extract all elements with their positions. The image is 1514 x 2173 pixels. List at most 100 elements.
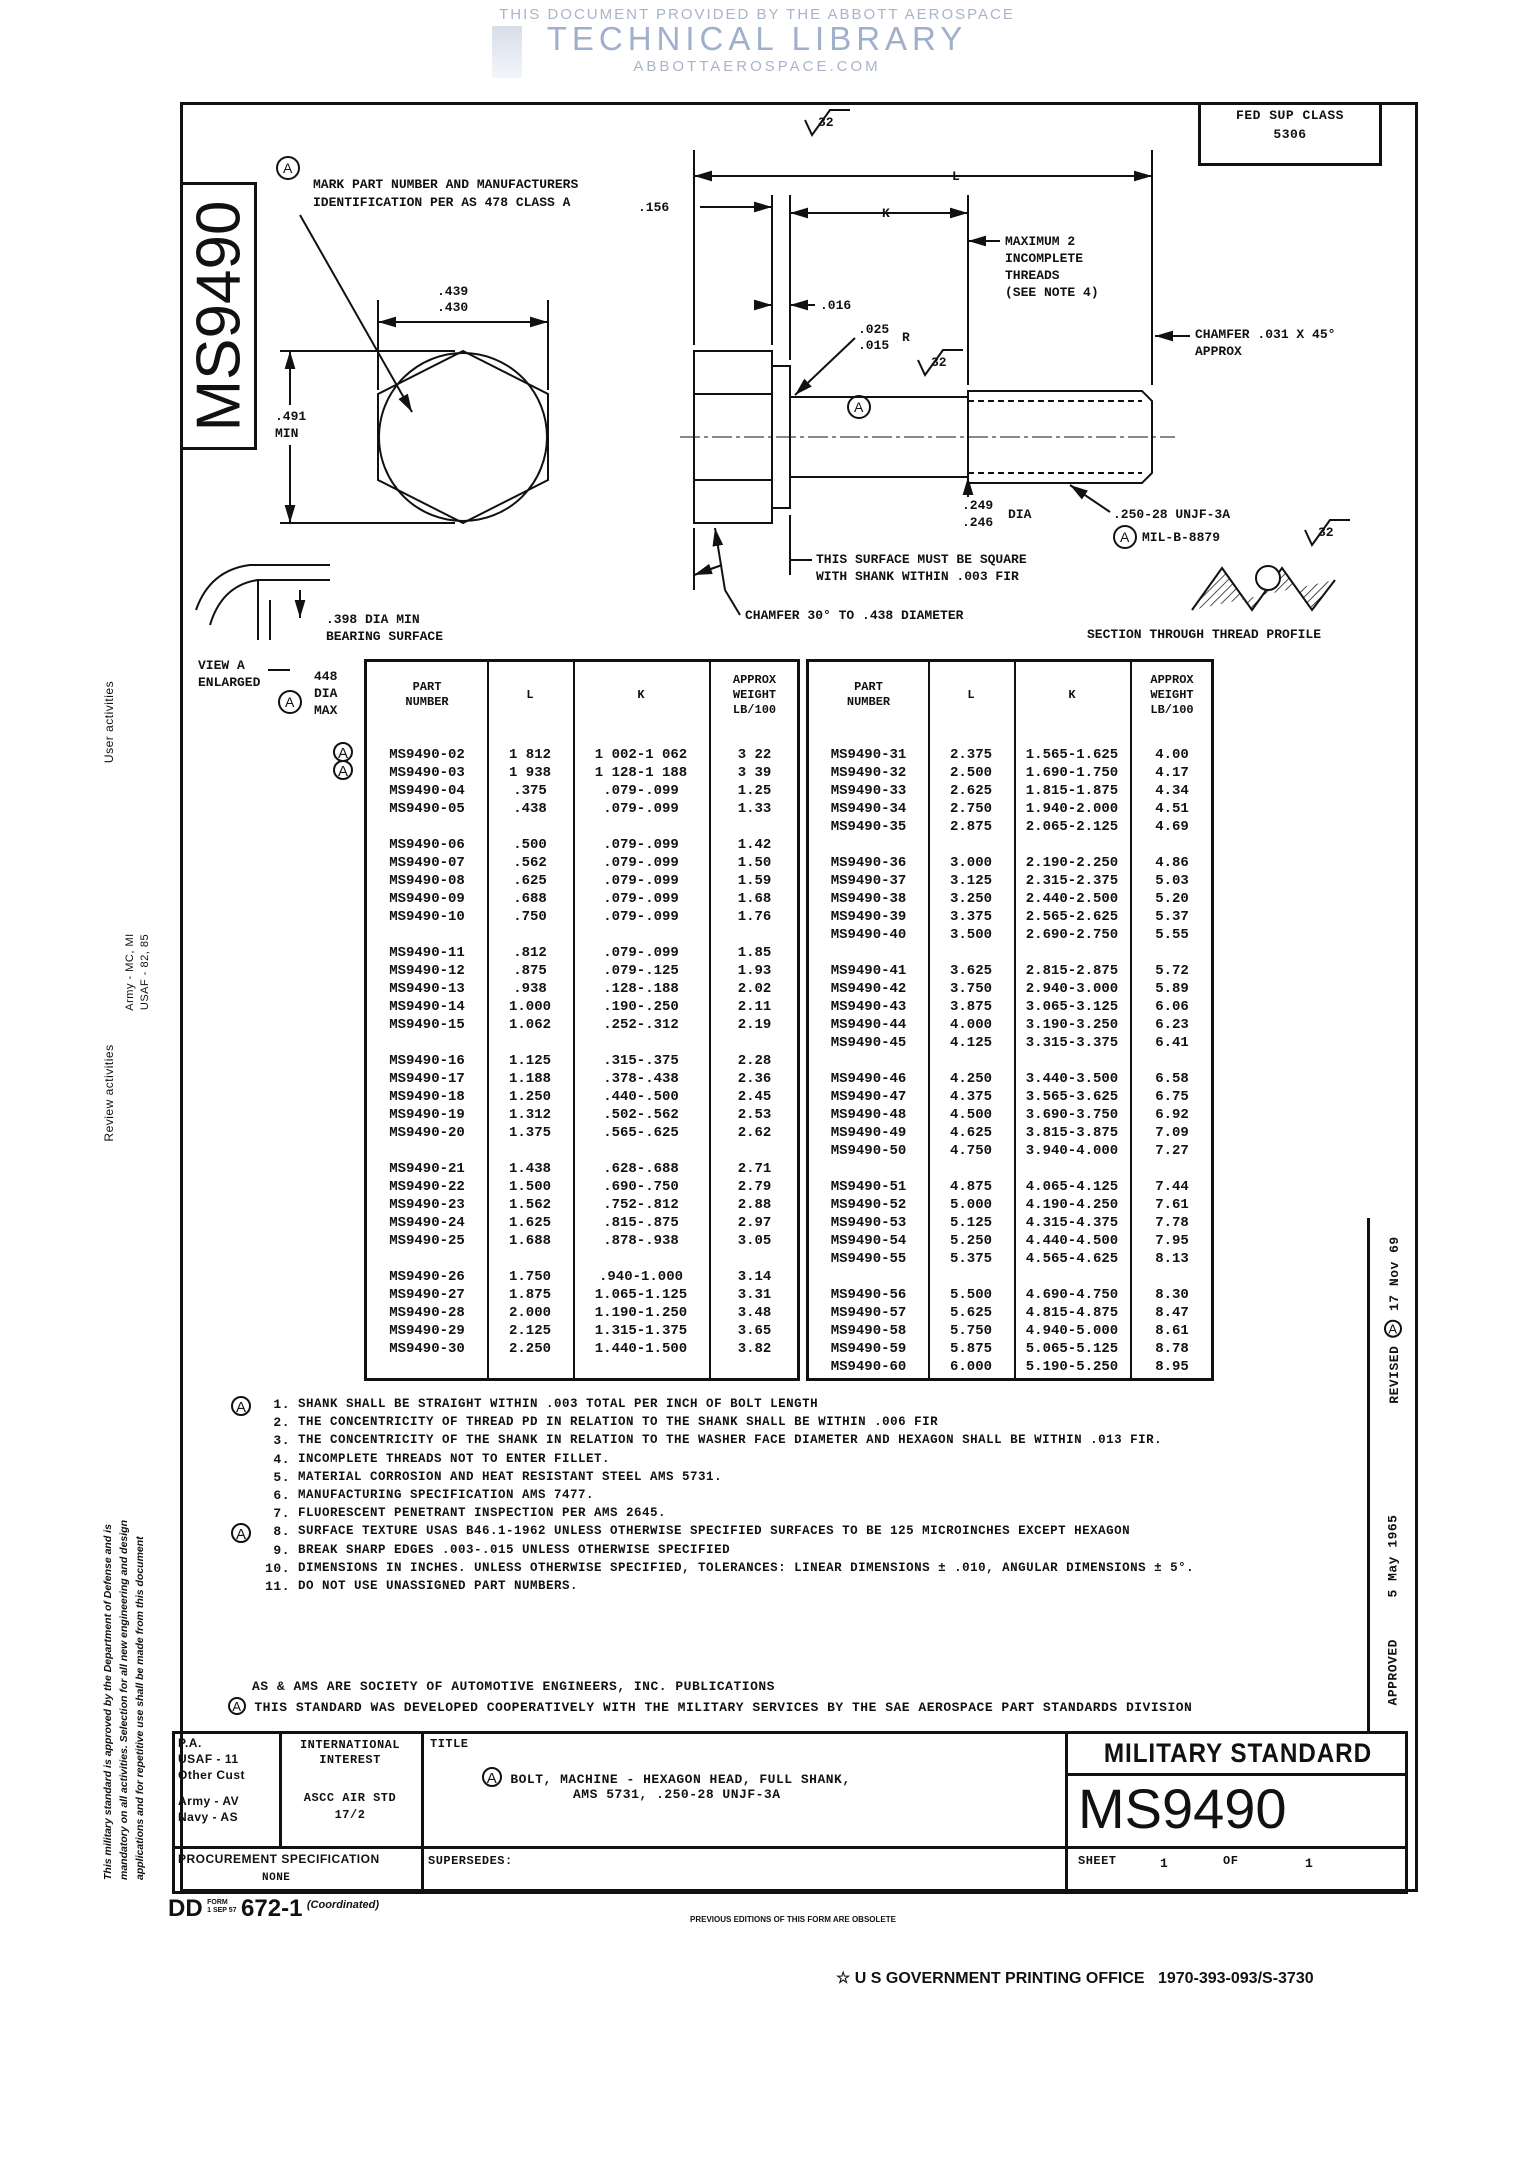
note-number: 2. bbox=[273, 1415, 290, 1431]
table-cell-l: 5.250 bbox=[949, 1233, 992, 1249]
table-cell-k: .752-.812 bbox=[603, 1197, 679, 1213]
table-cell-l: 5.625 bbox=[949, 1305, 992, 1321]
table-cell-part: MS9490-36 bbox=[830, 855, 907, 871]
approved-label: APPROVED bbox=[1385, 1639, 1401, 1706]
table-cell-k: 4.315-4.375 bbox=[1025, 1215, 1119, 1231]
review-usaf: USAF - 82, 85 bbox=[139, 933, 151, 1011]
title-divider bbox=[1065, 1731, 1068, 1894]
table-cell-part: MS9490-18 bbox=[389, 1089, 465, 1105]
note-number: 11. bbox=[265, 1579, 290, 1594]
table-cell-k: 3.690-3.750 bbox=[1025, 1107, 1119, 1123]
note-text: SHANK SHALL BE STRAIGHT WITHIN .003 TOTA… bbox=[298, 1397, 819, 1411]
table-cell-k: 4.690-4.750 bbox=[1025, 1287, 1119, 1303]
note-text: FLUORESCENT PENETRANT INSPECTION PER AMS… bbox=[298, 1506, 667, 1521]
table-cell-k: 5.190-5.250 bbox=[1025, 1359, 1119, 1375]
finish-32-top: 32 bbox=[818, 115, 834, 130]
thread-std: MIL-B-8879 bbox=[1142, 530, 1220, 545]
table-cell-k: 4.440-4.500 bbox=[1025, 1233, 1119, 1249]
finish-32-thread: 32 bbox=[1318, 525, 1334, 540]
table-cell-weight: 4.51 bbox=[1155, 801, 1189, 817]
table-cell-part: MS9490-03 bbox=[389, 765, 465, 781]
doc-number-box bbox=[182, 182, 257, 450]
pa-label: P.A. bbox=[178, 1736, 202, 1750]
table-cell-k: 3.565-3.625 bbox=[1025, 1089, 1119, 1105]
table-cell-l: 1.875 bbox=[508, 1287, 551, 1303]
note-number: 9. bbox=[273, 1542, 290, 1558]
table-cell-part: MS9490-27 bbox=[389, 1287, 465, 1303]
table-cell-l: 2.500 bbox=[949, 765, 992, 781]
table-cell-weight: 8.30 bbox=[1155, 1287, 1189, 1303]
table-cell-part: MS9490-02 bbox=[389, 747, 465, 763]
note-text: MANUFACTURING SPECIFICATION AMS 7477. bbox=[298, 1488, 595, 1502]
note-number: 4. bbox=[273, 1451, 290, 1467]
table-cell-part: MS9490-10 bbox=[389, 909, 465, 925]
table-cell-l: 2.750 bbox=[949, 801, 992, 817]
column-divider bbox=[1130, 662, 1132, 1378]
approval-statement: This military standard is approved by th… bbox=[100, 1400, 148, 1880]
table-cell-l: 1.250 bbox=[508, 1089, 551, 1105]
square-surface-1: THIS SURFACE MUST BE SQUARE bbox=[816, 552, 1027, 567]
ascc-std: ASCC AIR STD 17/2 bbox=[303, 1791, 397, 1822]
table-cell-weight: 3 22 bbox=[737, 747, 772, 763]
table-cell-l: .938 bbox=[513, 981, 547, 997]
note-text: DIMENSIONS IN INCHES. UNLESS OTHERWISE S… bbox=[298, 1560, 1195, 1575]
table-cell-k: .190-.250 bbox=[603, 999, 679, 1015]
table-cell-weight: 1.85 bbox=[737, 945, 772, 961]
table-cell-k: 2.565-2.625 bbox=[1025, 909, 1119, 925]
table-cell-l: 6.000 bbox=[949, 1359, 992, 1375]
table-cell-k: 1.940-2.000 bbox=[1025, 801, 1119, 817]
approval-line: mandatory on all activities. Selection f… bbox=[118, 1520, 130, 1880]
column-divider bbox=[573, 662, 575, 1378]
table-cell-l: 4.875 bbox=[949, 1179, 992, 1195]
table-cell-part: MS9490-29 bbox=[389, 1323, 465, 1339]
form-label: FORM bbox=[207, 1899, 228, 1906]
note-number: 3. bbox=[273, 1433, 290, 1449]
table-cell-weight: 1.76 bbox=[737, 909, 772, 925]
table-cell-k: 2.065-2.125 bbox=[1025, 819, 1119, 835]
title-line1: A BOLT, MACHINE - HEXAGON HEAD, FULL SHA… bbox=[482, 1767, 851, 1787]
across-flats-min: .430 bbox=[437, 300, 468, 315]
table-cell-part: MS9490-22 bbox=[389, 1179, 465, 1195]
column-header-k: K bbox=[637, 687, 645, 702]
review-army: Army - MC, MI bbox=[124, 933, 136, 1011]
table-cell-l: 3.500 bbox=[949, 927, 992, 943]
table-cell-part: MS9490-60 bbox=[830, 1359, 907, 1375]
square-surface-2: WITH SHANK WITHIN .003 FIR bbox=[816, 569, 1019, 584]
form-dd: DD bbox=[168, 1895, 203, 1922]
table-cell-l: 2.875 bbox=[949, 819, 992, 835]
sheet-label: SHEET bbox=[1078, 1854, 1117, 1868]
table-cell-part: MS9490-24 bbox=[389, 1215, 465, 1231]
sheet-number: 1 bbox=[1160, 1856, 1169, 1871]
note-text: SURFACE TEXTURE USAS B46.1-1962 UNLESS O… bbox=[298, 1524, 1131, 1539]
revised-date: 17 Nov 69 bbox=[1387, 1236, 1402, 1311]
procurement-value: NONE bbox=[262, 1872, 291, 1884]
table-cell-part: MS9490-46 bbox=[830, 1071, 907, 1087]
table-cell-l: 1.375 bbox=[508, 1125, 551, 1141]
table-cell-part: MS9490-20 bbox=[389, 1125, 465, 1141]
watermark-logo bbox=[492, 26, 522, 78]
table-cell-weight: 3.31 bbox=[737, 1287, 772, 1303]
table-cell-weight: 2.88 bbox=[737, 1197, 772, 1213]
revision-a-mark: A bbox=[285, 694, 295, 710]
table-cell-weight: 2.11 bbox=[737, 999, 772, 1015]
table-cell-l: 1.500 bbox=[508, 1179, 551, 1195]
revision-a-mark: A bbox=[283, 160, 293, 176]
table-cell-k: 4.940-5.000 bbox=[1025, 1323, 1119, 1339]
radius-suffix: R bbox=[902, 330, 910, 345]
table-cell-weight: 7.61 bbox=[1155, 1197, 1189, 1213]
table-cell-weight: 1.68 bbox=[737, 891, 772, 907]
table-cell-k: .079-.125 bbox=[603, 963, 679, 979]
table-cell-k: 3.315-3.375 bbox=[1025, 1035, 1119, 1051]
table-cell-part: MS9490-58 bbox=[830, 1323, 907, 1339]
revised-mark: A bbox=[1384, 1319, 1402, 1338]
approval-line: applications and for repetitive use shal… bbox=[134, 1536, 146, 1880]
radius-max: .025 bbox=[858, 322, 889, 337]
table-cell-weight: 1.50 bbox=[737, 855, 772, 871]
table-cell-part: MS9490-26 bbox=[389, 1269, 465, 1285]
watermark-line1: THIS DOCUMENT PROVIDED BY THE ABBOTT AER… bbox=[499, 6, 1015, 23]
table-cell-l: 2.250 bbox=[508, 1341, 551, 1357]
table-cell-k: 4.565-4.625 bbox=[1025, 1251, 1119, 1267]
table-cell-part: MS9490-32 bbox=[830, 765, 907, 781]
